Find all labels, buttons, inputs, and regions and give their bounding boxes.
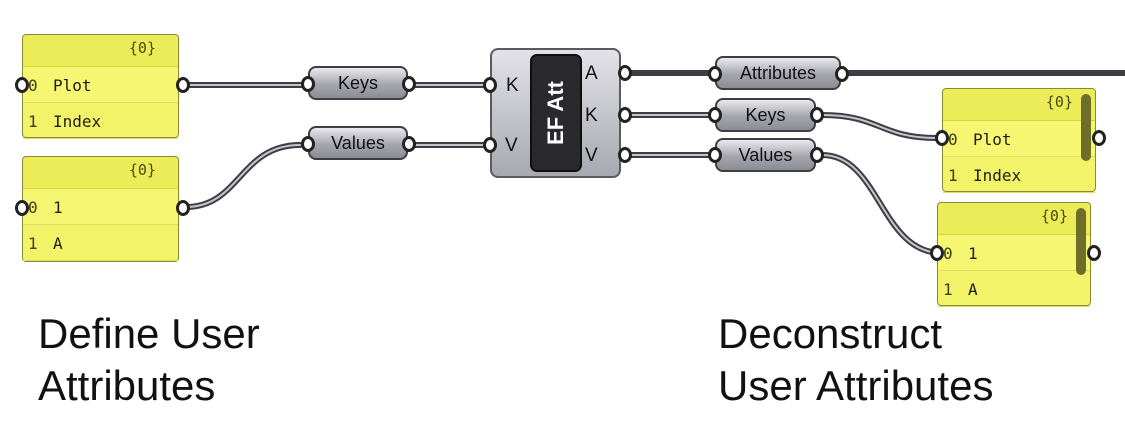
caption-define-user-attributes: Define User Attributes <box>38 308 260 412</box>
output-label-a: A <box>585 63 598 84</box>
output-label-k: K <box>585 105 598 126</box>
list-item[interactable]: 0 Plot <box>943 121 1095 157</box>
panel-scrollbar[interactable] <box>1076 208 1086 275</box>
param-input-grip[interactable] <box>301 76 315 92</box>
param-input-grip[interactable] <box>708 107 722 123</box>
caption-line: Attributes <box>38 362 216 409</box>
output-label-v: V <box>585 145 598 166</box>
panel-scrollbar[interactable] <box>1081 94 1091 161</box>
caption-line: Deconstruct <box>718 310 943 357</box>
panel-input-grip[interactable] <box>15 200 29 216</box>
param-input-grip[interactable] <box>708 147 722 163</box>
panel-input-grip[interactable] <box>930 245 944 261</box>
param-output-grip[interactable] <box>402 76 416 92</box>
keys-param-label: Keys <box>337 73 379 93</box>
values-input-panel[interactable]: {0} 0 1 1 A <box>22 156 179 262</box>
panel-header: {0} <box>23 157 178 189</box>
list-item-value: A <box>53 234 63 253</box>
param-output-grip[interactable] <box>835 66 849 82</box>
component-core[interactable]: EF Att <box>530 54 582 172</box>
panel-input-grip[interactable] <box>935 130 949 146</box>
attributes-param[interactable]: Attributes <box>715 56 841 90</box>
list-item[interactable]: 1 A <box>938 271 1090 307</box>
keys-output-param[interactable]: Keys <box>715 98 816 132</box>
list-item-index: 0 <box>948 130 958 149</box>
panel-output-grip[interactable] <box>1087 245 1101 261</box>
list-item-index: 1 <box>948 166 958 185</box>
caption-deconstruct-user-attributes: Deconstruct User Attributes <box>718 308 993 412</box>
component-output-grip-a[interactable] <box>618 65 632 81</box>
list-item[interactable]: 0 1 <box>23 189 178 225</box>
param-output-grip[interactable] <box>402 136 416 152</box>
component-input-grip-k[interactable] <box>483 77 497 93</box>
panel-output-grip[interactable] <box>176 200 190 216</box>
list-item-index: 0 <box>28 76 38 95</box>
component-output-grip-k[interactable] <box>618 107 632 123</box>
param-input-grip[interactable] <box>708 66 722 82</box>
list-item-value: 1 <box>968 244 978 263</box>
caption-line: User Attributes <box>718 362 994 409</box>
values-output-param-label: Values <box>738 145 793 165</box>
list-item-value: Index <box>973 166 1022 185</box>
list-item[interactable]: 1 Index <box>23 103 178 139</box>
keys-output-param-label: Keys <box>745 105 786 125</box>
wire-values-to-panel <box>819 152 945 256</box>
panel-input-grip[interactable] <box>15 77 29 93</box>
list-item-value: Plot <box>53 76 92 95</box>
panel-header: {0} <box>23 35 178 67</box>
list-item-index: 1 <box>943 280 953 299</box>
panel-output-grip[interactable] <box>1092 130 1106 146</box>
values-output-param[interactable]: Values <box>715 138 816 172</box>
values-output-panel[interactable]: {0} 0 1 1 A <box>937 202 1091 307</box>
values-param-label: Values <box>331 133 385 153</box>
list-item-value: Index <box>53 112 102 131</box>
list-item-index: 0 <box>943 244 953 263</box>
wire-values-panel-to-param <box>183 142 303 210</box>
list-item[interactable]: 0 1 <box>938 235 1090 271</box>
component-output-grip-v[interactable] <box>618 147 632 163</box>
component-name: EF Att <box>543 81 568 145</box>
list-item[interactable]: 1 Index <box>943 157 1095 193</box>
ef-att-component[interactable]: EF Att <box>490 48 621 178</box>
panel-output-grip[interactable] <box>176 77 190 93</box>
list-item-index: 1 <box>28 112 38 131</box>
panel-header: {0} <box>943 89 1095 121</box>
keys-output-panel[interactable]: {0} 0 Plot 1 Index <box>942 88 1096 193</box>
panel-header: {0} <box>938 203 1090 235</box>
list-item-value: Plot <box>973 130 1012 149</box>
list-item[interactable]: 1 A <box>23 225 178 261</box>
keys-input-panel[interactable]: {0} 0 Plot 1 Index <box>22 34 179 139</box>
keys-param[interactable]: Keys <box>308 66 408 100</box>
param-output-grip[interactable] <box>810 147 824 163</box>
caption-line: Define User <box>38 310 260 357</box>
list-item-value: 1 <box>53 198 63 217</box>
list-item-index: 1 <box>28 234 38 253</box>
input-label-k: K <box>506 75 519 96</box>
list-item-value: A <box>968 280 978 299</box>
param-input-grip[interactable] <box>301 136 315 152</box>
values-param[interactable]: Values <box>308 126 408 160</box>
component-input-grip-v[interactable] <box>483 137 497 153</box>
list-item-index: 0 <box>28 198 38 217</box>
param-output-grip[interactable] <box>810 107 824 123</box>
input-label-v: V <box>505 135 518 156</box>
list-item[interactable]: 0 Plot <box>23 67 178 103</box>
attributes-param-label: Attributes <box>739 63 817 83</box>
